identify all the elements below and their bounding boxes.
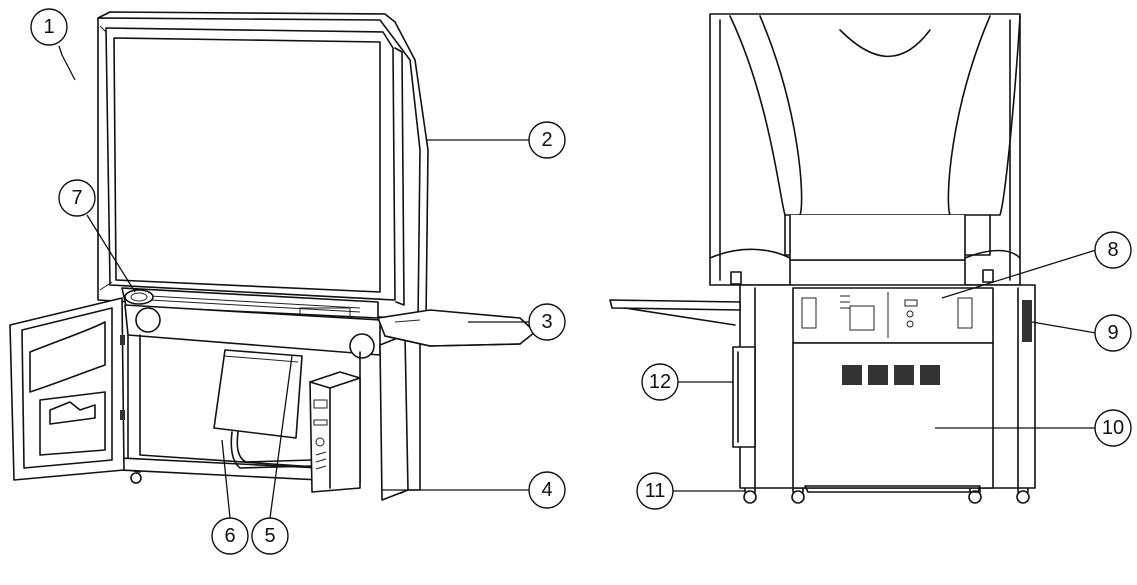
front-view (9, 11, 536, 501)
callout-2: 2 (528, 121, 566, 159)
screen-frame (97, 11, 429, 321)
svg-text:12: 12 (649, 371, 671, 393)
svg-text:5: 5 (264, 525, 275, 547)
svg-text:11: 11 (645, 480, 666, 502)
svg-text:4: 4 (541, 479, 552, 501)
projector-hood (709, 13, 1021, 286)
svg-text:1: 1 (43, 16, 54, 38)
cabinet-body (9, 297, 536, 501)
callout-7: 7 (58, 179, 96, 217)
callout-12: 12 (641, 363, 679, 401)
callout-9: 9 (1094, 314, 1132, 352)
rear-view (609, 13, 1036, 504)
callout-3: 3 (528, 303, 566, 341)
svg-text:2: 2 (541, 129, 552, 151)
svg-text:7: 7 (71, 187, 82, 209)
callout-11: 11 (636, 472, 674, 510)
casters (743, 485, 1030, 504)
callout-5: 5 (251, 517, 289, 555)
svg-text:3: 3 (541, 311, 552, 333)
callout-4: 4 (528, 471, 566, 509)
svg-text:10: 10 (1102, 417, 1124, 439)
svg-text:6: 6 (224, 525, 235, 547)
leader-lines (58, 45, 1097, 519)
callout-8: 8 (1094, 231, 1132, 269)
vent-grilles (842, 365, 940, 385)
svg-text:8: 8 (1107, 239, 1118, 261)
svg-text:9: 9 (1107, 322, 1118, 344)
callout-10: 10 (1094, 409, 1132, 447)
rear-cabinet (609, 284, 1036, 504)
callout-6: 6 (211, 517, 249, 555)
callout-1: 1 (30, 8, 68, 46)
